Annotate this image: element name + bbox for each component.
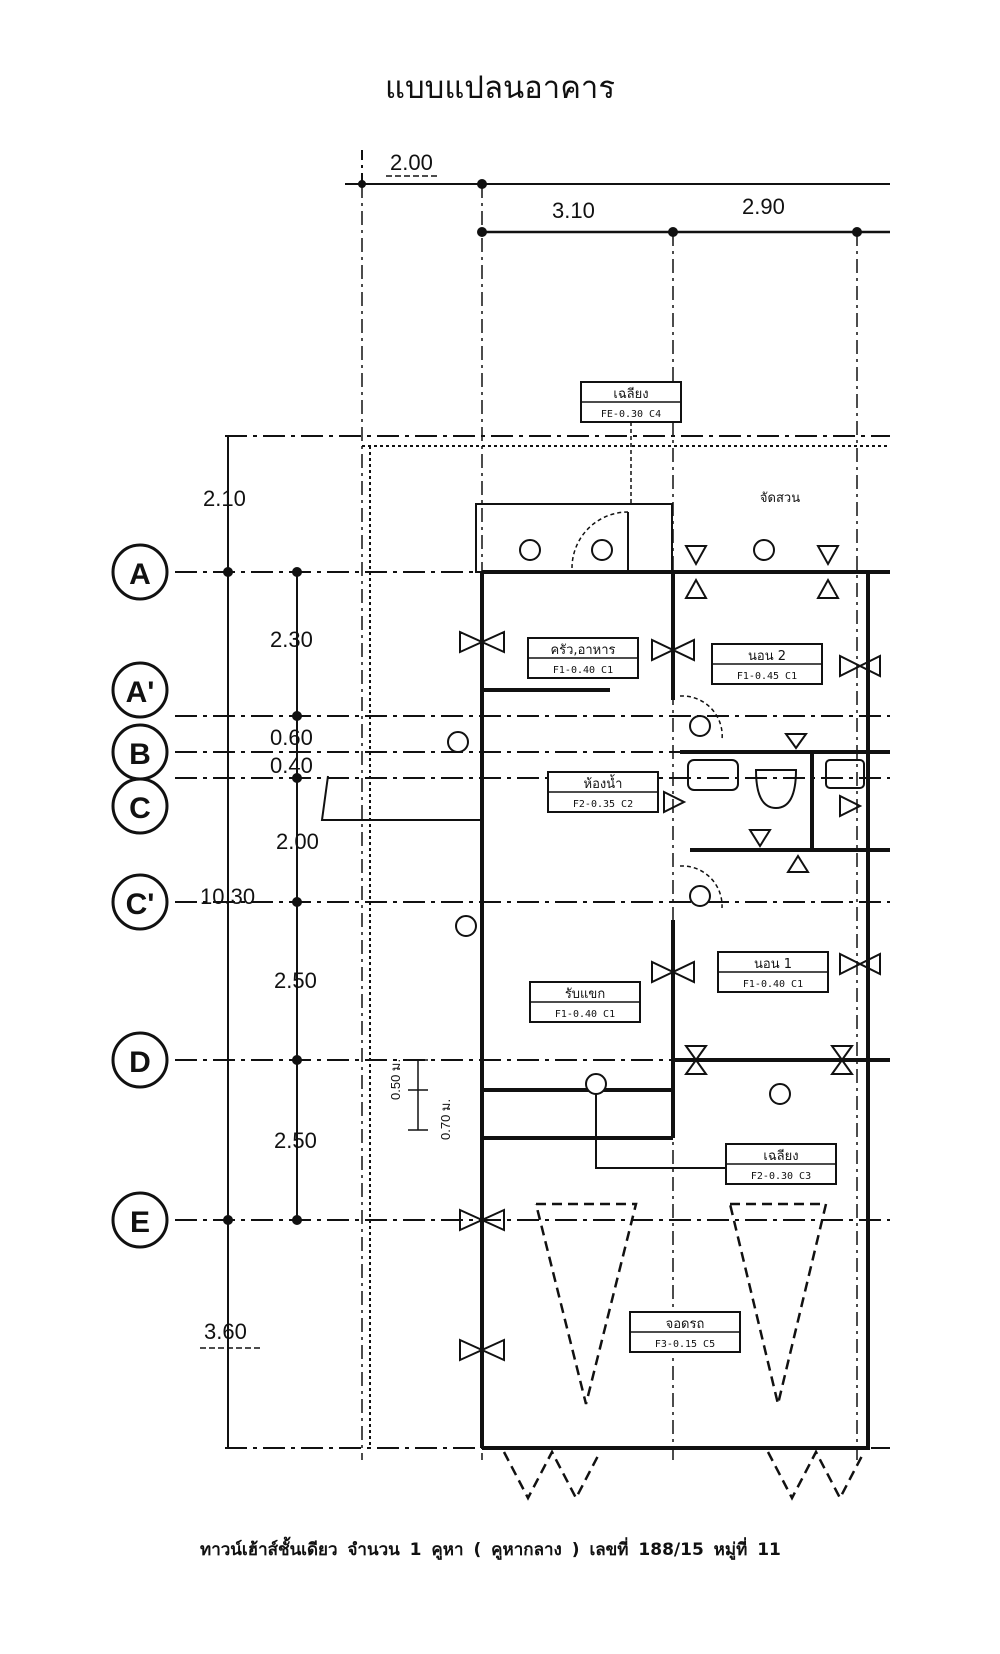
axis-bubble-a-prime: A' <box>111 661 169 719</box>
svg-text:ครัว,อาหาร: ครัว,อาหาร <box>550 643 615 658</box>
svg-text:A: A <box>129 558 151 591</box>
dim-step-2: 0.70 ม. <box>438 1099 453 1140</box>
door-swings <box>571 511 723 909</box>
footer-caption: ทาวน์เฮ้าส์ชั้นเดียว จำนวน 1 คูหา ( คูหา… <box>200 1540 781 1560</box>
svg-text:E: E <box>130 1206 150 1239</box>
room-tag-kitchen: ครัว,อาหาร F1-0.40 C1 <box>527 637 639 679</box>
svg-text:A': A' <box>126 676 155 709</box>
dim-top-overhang: 2.00 <box>390 150 433 175</box>
axis-bubble-d: D <box>111 1031 169 1089</box>
bathroom-fixtures <box>687 759 865 810</box>
svg-text:D: D <box>129 1046 151 1079</box>
axis-bubble-a: A <box>111 543 169 601</box>
axis-bubbles: A A' B C C' D E <box>111 543 169 1249</box>
svg-text:รับแขก: รับแขก <box>565 987 605 1002</box>
top-dimension-lines <box>345 150 890 237</box>
svg-text:ห้องน้ำ: ห้องน้ำ <box>584 774 623 792</box>
svg-text:นอน 2: นอน 2 <box>748 649 786 664</box>
dim-d-e: 2.50 <box>274 1128 317 1153</box>
dim-a2-b: 0.60 <box>270 725 313 750</box>
walls <box>475 503 890 1450</box>
vent-triangles <box>684 545 854 1075</box>
dim-bay-1: 3.10 <box>552 198 595 223</box>
svg-text:F3-0.15 C5: F3-0.15 C5 <box>655 1339 715 1350</box>
dim-front-setback: 2.10 <box>203 486 246 511</box>
property-boundary <box>362 445 890 1448</box>
svg-text:F1-0.40 C1: F1-0.40 C1 <box>553 665 613 676</box>
svg-text:F1-0.40 C1: F1-0.40 C1 <box>743 979 803 990</box>
room-tag-living: รับแขก F1-0.40 C1 <box>529 981 641 1023</box>
page-title: แบบแปลนอาคาร <box>384 70 615 106</box>
axis-bubble-c: C <box>111 777 169 835</box>
svg-text:F1-0.40 C1: F1-0.40 C1 <box>555 1009 615 1020</box>
room-tag-porch-front: เฉลียง FE-0.30 C4 <box>580 381 682 504</box>
svg-text:C': C' <box>126 888 155 921</box>
dim-total-depth: 10.30 <box>200 884 255 909</box>
dim-c-c2: 2.00 <box>276 829 319 854</box>
svg-text:B: B <box>129 738 151 771</box>
room-tag-carport: จอดรถ F3-0.15 C5 <box>629 1311 741 1353</box>
room-tag-bedroom-1: นอน 1 F1-0.40 C1 <box>717 951 829 993</box>
svg-text:FE-0.30 C4: FE-0.30 C4 <box>601 409 661 420</box>
dim-a-a2: 2.30 <box>270 627 313 652</box>
dim-rear-setback: 3.60 <box>204 1319 247 1344</box>
svg-text:F2-0.35 C2: F2-0.35 C2 <box>573 799 633 810</box>
window-symbols <box>459 630 881 1362</box>
svg-text:F1-0.45 C1: F1-0.45 C1 <box>737 671 797 682</box>
room-tag-porch-rear: เฉลียง F2-0.30 C3 <box>595 1094 837 1185</box>
door-marks <box>447 539 791 1105</box>
svg-text:เฉลียง: เฉลียง <box>613 386 648 402</box>
horizontal-grid-lines <box>175 435 890 1449</box>
dim-step-1: 0.50 ม. <box>388 1059 403 1100</box>
axis-bubble-c-prime: C' <box>111 873 169 931</box>
axis-bubble-e: E <box>111 1191 169 1249</box>
room-label-garden: จัดสวน <box>760 491 800 506</box>
svg-text:จอดรถ: จอดรถ <box>666 1317 705 1332</box>
svg-text:เฉลียง: เฉลียง <box>763 1148 798 1164</box>
axis-bubble-b: B <box>111 723 169 781</box>
dim-b-c: 0.40 <box>270 753 313 778</box>
svg-text:C: C <box>129 792 151 825</box>
svg-text:F2-0.30 C3: F2-0.30 C3 <box>751 1171 811 1182</box>
dim-bay-2: 2.90 <box>742 194 785 219</box>
svg-text:นอน 1: นอน 1 <box>754 957 792 972</box>
parking-marks <box>502 1202 866 1501</box>
left-dimension-chains <box>223 436 482 1448</box>
dim-c2-d: 2.50 <box>274 968 317 993</box>
room-tag-bathroom: ห้องน้ำ F2-0.35 C2 <box>547 771 659 813</box>
vertical-grid-lines <box>361 184 858 1460</box>
room-tag-bedroom-2: นอน 2 F1-0.45 C1 <box>711 643 823 685</box>
